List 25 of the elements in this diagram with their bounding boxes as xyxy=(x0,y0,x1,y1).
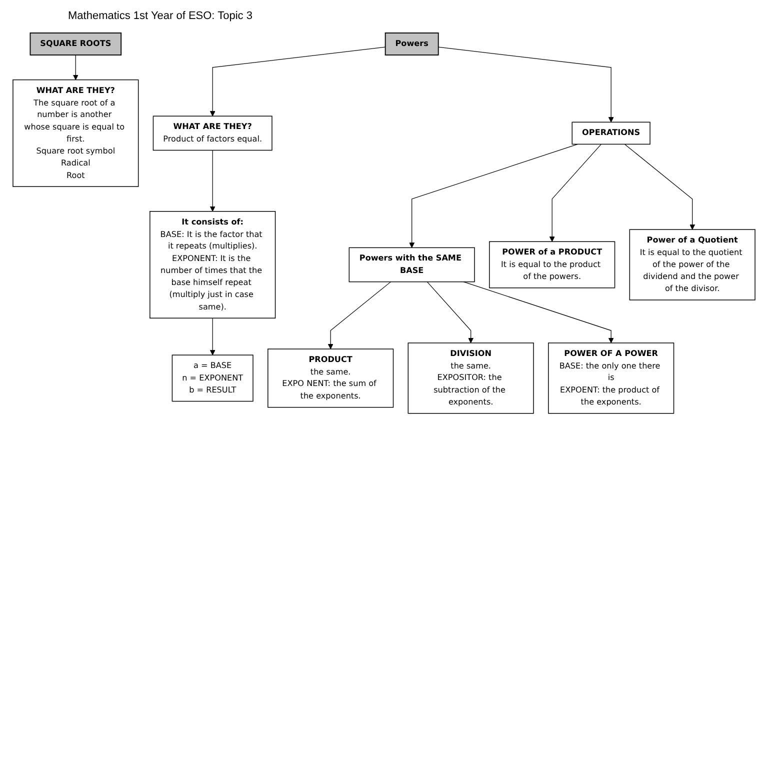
arrow xyxy=(624,144,696,230)
node-box: POWER of a PRODUCT It is equal to the product of the powers. xyxy=(489,241,616,288)
arrow xyxy=(210,318,216,356)
node-box: WHAT ARE THEY? The square root of a number is another whose square is equal to first. Square root symbol Radical Root xyxy=(12,79,139,187)
node-box: POWER OF A POWER BASE: the only one there is EXPOENT: the product of the exponents. xyxy=(548,342,674,414)
page-title: Mathematics 1st Year of ESO: Topic 3 xyxy=(68,10,252,22)
node-box: PRODUCT the same. EXPO NENT: the sum of the exponents. xyxy=(268,348,394,408)
arrow xyxy=(426,282,474,344)
node-box: Power of a Quotient It is equal to the quotient of the power of the dividend and the power of the divisor. xyxy=(629,229,756,300)
node-box: a = BASE n = EXPONENT b = RESULT xyxy=(172,354,254,402)
arrow xyxy=(210,46,386,116)
node-box: WHAT ARE THEY? Product of factors equal. xyxy=(152,116,272,151)
arrow xyxy=(549,144,602,242)
arrow xyxy=(328,282,392,350)
node-box: OPERATIONS xyxy=(572,122,650,145)
arrow xyxy=(72,54,78,80)
arrow xyxy=(463,282,614,344)
node-box: SQUARE ROOTS xyxy=(30,32,122,56)
arrow xyxy=(409,144,578,248)
node-box: DIVISION the same. EXPOSITOR: the subtraction of the exponents. xyxy=(408,342,534,414)
node-box: Powers with the SAME BASE xyxy=(348,247,475,282)
arrow xyxy=(210,150,216,212)
node-box: Powers xyxy=(384,32,439,56)
arrow xyxy=(438,46,614,122)
node-box: It consists of: BASE: It is the factor that it repeats (multiplies). EXPONENT: It is the number of times that the base himself repeat (multiply just in case same). xyxy=(150,211,276,318)
